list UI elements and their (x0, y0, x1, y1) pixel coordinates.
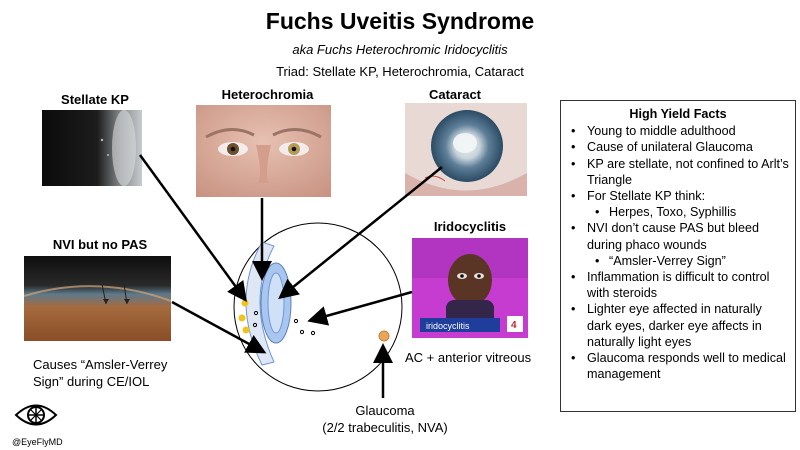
eyefly-handle: @EyeFlyMD (12, 437, 63, 447)
cell-dot (299, 329, 305, 335)
stellate-kp-label: Stellate KP (61, 92, 129, 107)
iridocyclitis-caption: AC + anterior vitreous (405, 350, 532, 365)
stellate-kp-photo (42, 110, 142, 186)
iridocyclitis-image: iridocyclitis 4 (412, 238, 528, 338)
kp-dot (241, 299, 249, 307)
cataract-photo (405, 103, 527, 196)
cell-dot (293, 318, 299, 324)
cataract-label: Cataract (428, 87, 482, 102)
heterochromia-photo (196, 105, 331, 197)
nvi-photo (24, 256, 171, 341)
heterochromia-label: Heterochromia (221, 87, 314, 102)
kp-dot (242, 326, 250, 334)
facts-item: NVI don’t cause PAS but bleed during pha… (561, 220, 789, 252)
nvi-caption-line1: Causes “Amsler-Verrey (33, 357, 168, 372)
iridocyclitis-label: Iridocyclitis (433, 219, 507, 234)
page-title: Fuchs Uveitis Syndrome (265, 8, 535, 34)
glaucoma-label: Glaucoma (355, 403, 415, 418)
facts-item: KP are stellate, not confined to Arlt’s … (561, 156, 789, 188)
tv-badge-text: 4 (511, 320, 517, 331)
kp-dot (238, 314, 246, 322)
facts-item: Inflammation is difficult to control wit… (561, 269, 789, 301)
facts-item: Cause of unilateral Glaucoma (561, 139, 789, 155)
glaucoma-caption: Glaucoma (2/2 trabeculitis, NVA) (300, 402, 470, 436)
facts-heading: High Yield Facts (629, 107, 727, 121)
stellate-kp-image (42, 110, 142, 186)
cell-dot (253, 310, 259, 316)
arrow-nvi (171, 300, 267, 354)
arrow-iridocyclitis (307, 290, 413, 326)
eyefly-logo: @EyeFlyMD (12, 398, 63, 447)
nvi-label: NVI but no PAS (52, 237, 148, 252)
nvi-caption-line2: Sign” during CE/IOL (33, 374, 150, 389)
arrow-stellate-kp (138, 154, 247, 303)
cataract-image (405, 103, 527, 196)
page-subtitle: aka Fuchs Heterochromic Iridocyclitis (292, 42, 508, 57)
nvi-image (24, 256, 171, 341)
cell-dot (252, 322, 258, 328)
heterochromia-image (196, 105, 331, 197)
facts-subitem: “Amsler-Verrey Sign” (561, 253, 789, 269)
facts-list: Young to middle adulthoodCause of unilat… (561, 123, 795, 382)
glaucoma-sublabel: (2/2 trabeculitis, NVA) (322, 420, 448, 435)
iridocyclitis-banner-text: iridocyclitis (426, 321, 470, 331)
facts-item: Glaucoma responds well to medical manage… (561, 350, 789, 382)
triad-text: Triad: Stellate KP, Heterochromia, Catar… (276, 64, 524, 79)
high-yield-facts-box: High Yield Facts Young to middle adultho… (560, 100, 796, 412)
lens-nucleus (267, 272, 285, 334)
facts-item: Lighter eye affected in naturally dark e… (561, 301, 789, 350)
eye-logo-icon (14, 404, 58, 426)
arrow-cataract (278, 166, 443, 300)
cell-dot (310, 330, 316, 336)
nvi-caption: Causes “Amsler-Verrey Sign” during CE/IO… (33, 356, 167, 390)
iridocyclitis-photo: iridocyclitis 4 (412, 238, 528, 338)
facts-item: For Stellate KP think: (561, 188, 789, 204)
pigment-spot (378, 330, 390, 342)
facts-item: Young to middle adulthood (561, 123, 789, 139)
facts-subitem: Herpes, Toxo, Syphillis (561, 204, 789, 220)
